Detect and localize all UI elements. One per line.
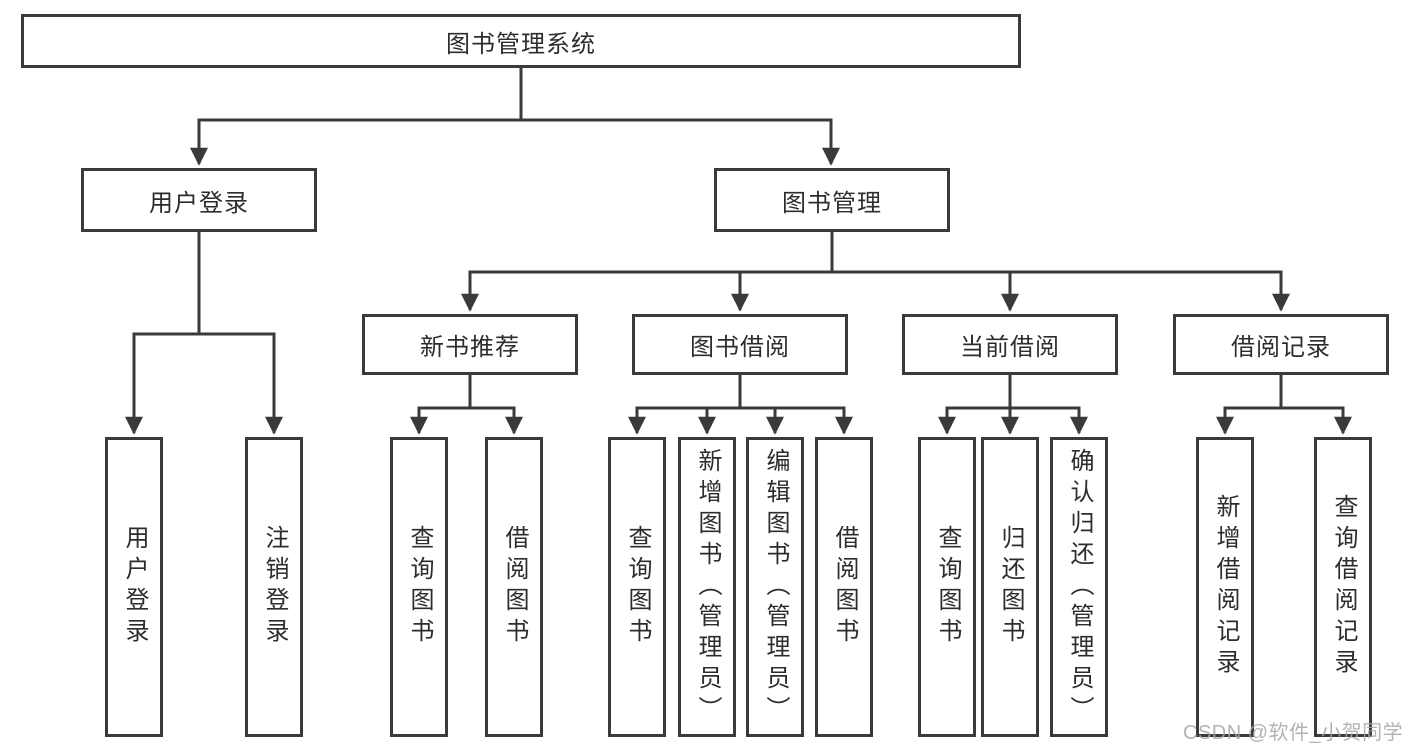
csdn-watermark: CSDN @软件_小贺同学	[1183, 722, 1404, 744]
node-root: 图书管理系统	[21, 14, 1021, 68]
leaf-add-books-admin: 新增图书（管理员）	[678, 437, 736, 737]
leaf-return-books: 归还图书	[981, 437, 1039, 737]
leaf-borrow-books-2: 借阅图书	[815, 437, 873, 737]
node-current-borrowing: 当前借阅	[902, 314, 1118, 375]
leaf-query-books-2: 查询图书	[608, 437, 666, 737]
leaf-confirm-return-admin: 确认归还（管理员）	[1050, 437, 1108, 737]
node-new-book-recommend: 新书推荐	[362, 314, 578, 375]
leaf-logout: 注销登录	[245, 437, 303, 737]
node-user-login: 用户登录	[81, 168, 317, 232]
leaf-query-borrow-record: 查询借阅记录	[1314, 437, 1372, 737]
node-book-borrowing: 图书借阅	[632, 314, 848, 375]
leaf-add-borrow-record: 新增借阅记录	[1196, 437, 1254, 737]
node-borrowing-records: 借阅记录	[1173, 314, 1389, 375]
leaf-user-login: 用户登录	[105, 437, 163, 737]
node-book-management: 图书管理	[714, 168, 950, 232]
leaf-borrow-books-1: 借阅图书	[485, 437, 543, 737]
leaf-query-books-3: 查询图书	[918, 437, 976, 737]
leaf-edit-books-admin: 编辑图书（管理员）	[746, 437, 804, 737]
leaf-query-books-1: 查询图书	[390, 437, 448, 737]
